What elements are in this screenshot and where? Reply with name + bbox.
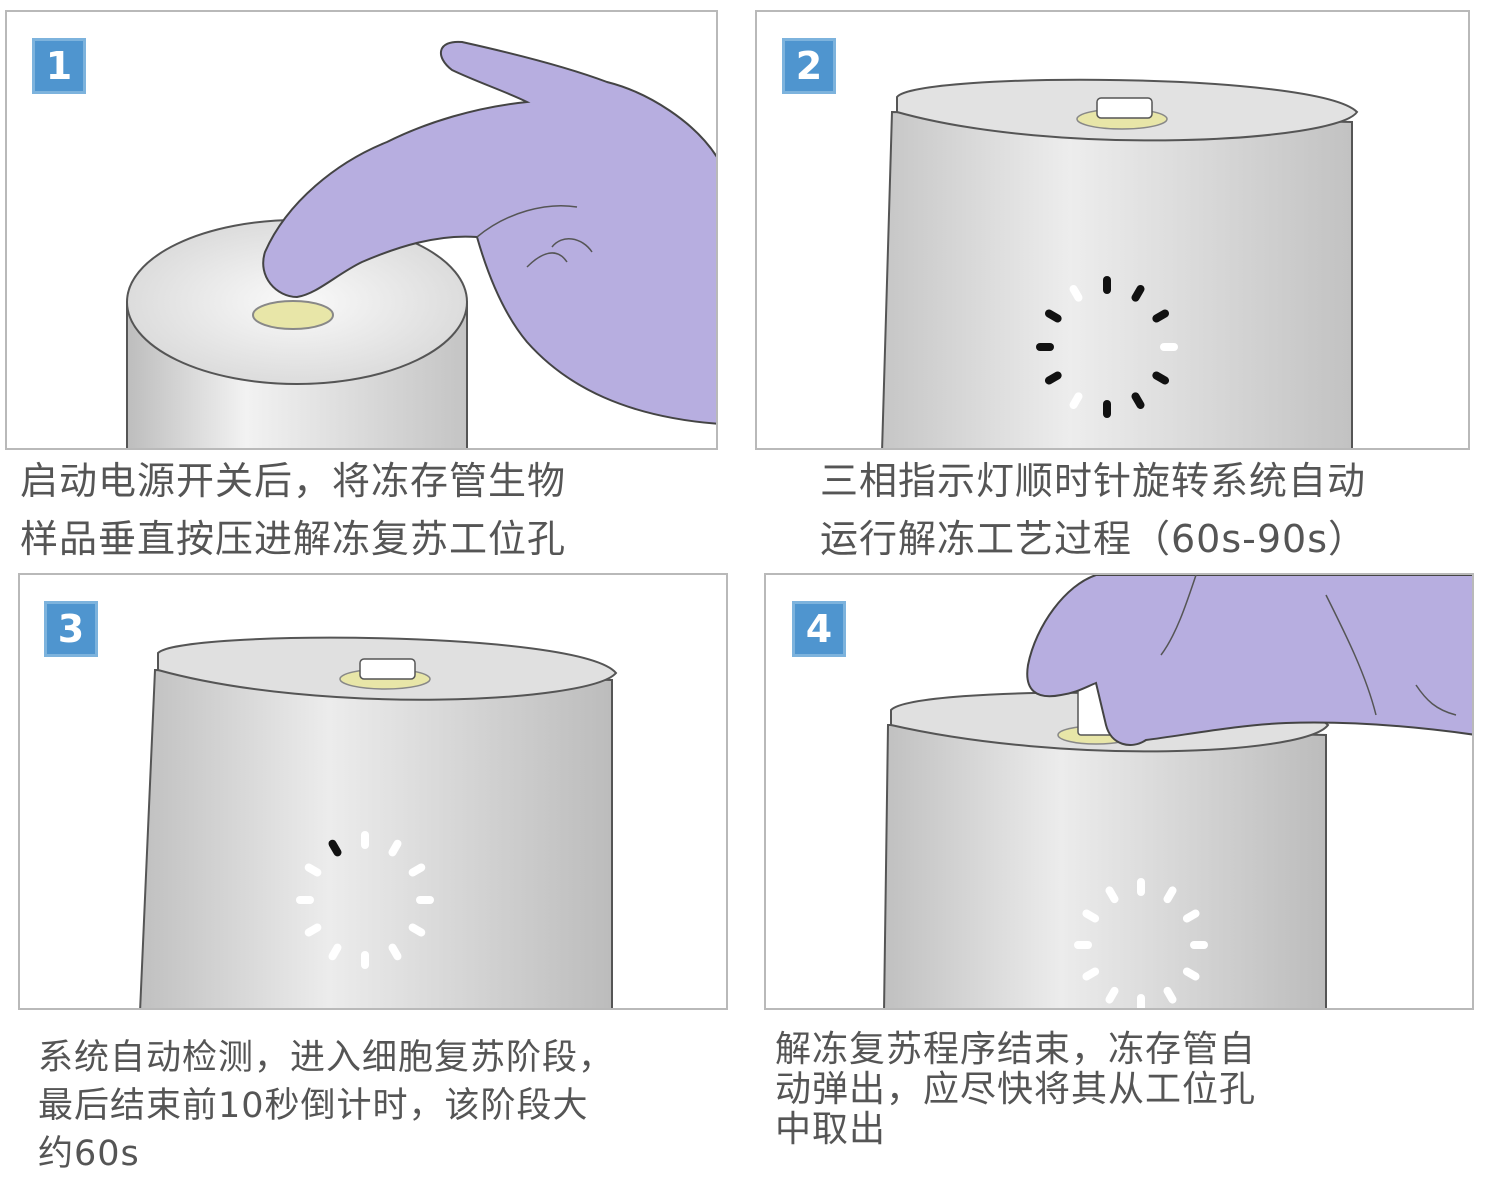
sample-well	[253, 301, 333, 329]
sample-tube-cap	[360, 659, 415, 679]
step-2-illustration	[757, 12, 1470, 450]
step-1-caption: 启动电源开关后，将冻存管生物 样品垂直按压进解冻复苏工位孔	[20, 452, 566, 568]
step-3-panel: 3	[18, 573, 728, 1010]
indicator-led-off	[1137, 878, 1145, 896]
step-2-panel: 2	[755, 10, 1470, 450]
indicator-led-on	[1103, 276, 1111, 294]
indicator-led-off	[1190, 941, 1208, 949]
caption-line: 三相指示灯顺时针旋转系统自动	[820, 452, 1367, 510]
step-3-badge: 3	[44, 601, 98, 657]
step-2-caption: 三相指示灯顺时针旋转系统自动 运行解冻工艺过程（60s-90s）	[820, 452, 1367, 568]
device-body	[140, 670, 612, 1010]
step-1-badge: 1	[32, 38, 86, 94]
indicator-led-off	[1160, 343, 1178, 351]
indicator-led-on	[1036, 343, 1054, 351]
indicator-led-off	[1137, 994, 1145, 1010]
caption-line: 约60s	[38, 1130, 614, 1178]
step-1-panel: 1	[5, 10, 718, 450]
indicator-led-off	[296, 896, 314, 904]
caption-line: 最后结束前10秒倒计时，该阶段大	[38, 1082, 614, 1130]
step-4-illustration	[766, 575, 1474, 1010]
caption-line: 启动电源开关后，将冻存管生物	[20, 452, 566, 510]
caption-line: 样品垂直按压进解冻复苏工位孔	[20, 510, 566, 568]
sample-tube-cap	[1097, 98, 1152, 118]
indicator-led-off	[361, 831, 369, 849]
indicator-led-off	[361, 951, 369, 969]
caption-line: 中取出	[775, 1110, 1256, 1150]
step-3-caption: 系统自动检测，进入细胞复苏阶段， 最后结束前10秒倒计时，该阶段大 约60s	[38, 1034, 614, 1178]
caption-line: 解冻复苏程序结束，冻存管自	[775, 1030, 1256, 1070]
device-body	[884, 725, 1326, 1010]
step-2-badge: 2	[782, 38, 836, 94]
indicator-led-off	[416, 896, 434, 904]
indicator-led-off	[1074, 941, 1092, 949]
caption-line: 动弹出，应尽快将其从工位孔	[775, 1070, 1256, 1110]
caption-line: 运行解冻工艺过程（60s-90s）	[820, 510, 1367, 568]
step-1-illustration	[7, 12, 718, 450]
caption-line: 系统自动检测，进入细胞复苏阶段，	[38, 1034, 614, 1082]
step-4-badge: 4	[792, 601, 846, 657]
step-3-illustration	[20, 575, 728, 1010]
step-4-panel: 4	[764, 573, 1474, 1010]
device-body	[882, 112, 1352, 450]
step-4-caption: 解冻复苏程序结束，冻存管自 动弹出，应尽快将其从工位孔 中取出	[775, 1030, 1256, 1150]
indicator-led-on	[1103, 400, 1111, 418]
